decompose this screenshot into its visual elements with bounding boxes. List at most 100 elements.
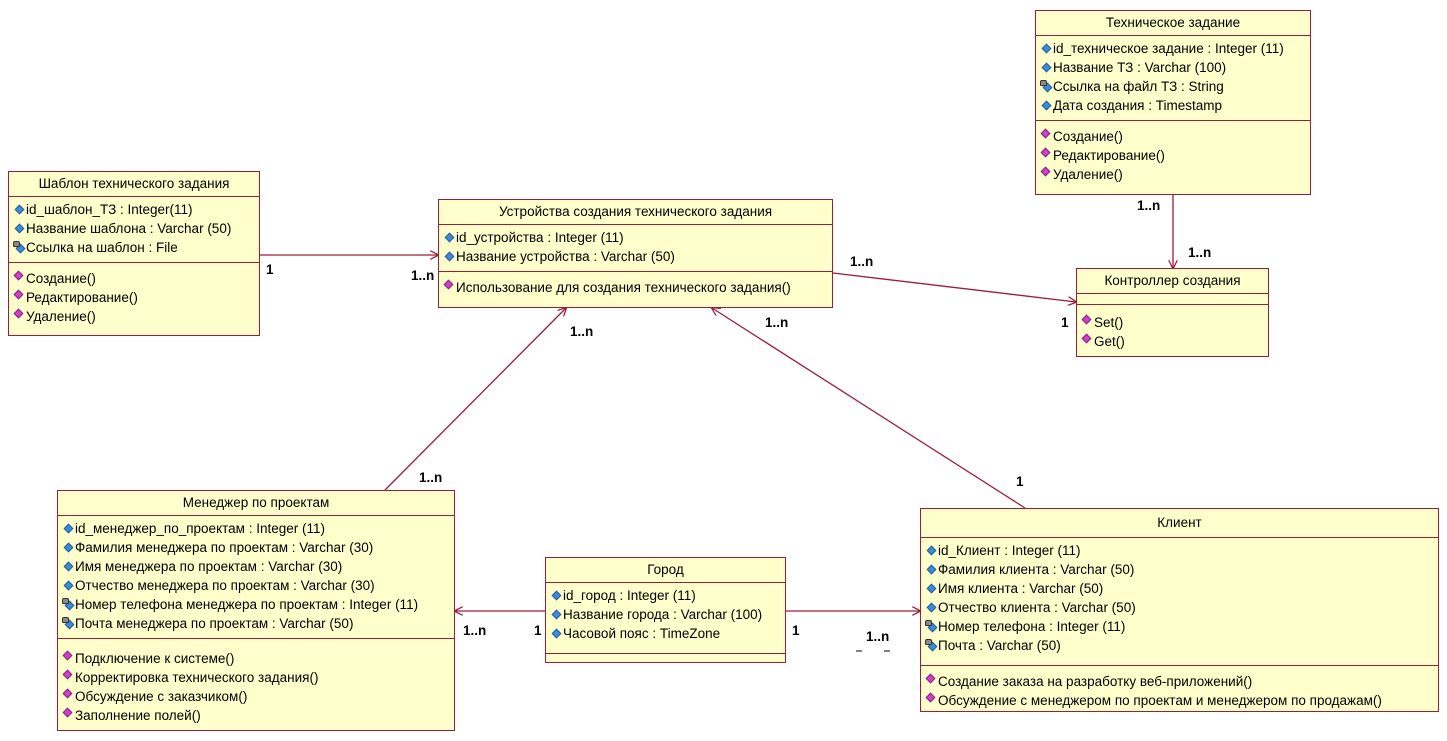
attribute-row: id_техническое задание : Integer (11)	[1036, 39, 1310, 58]
class-city[interactable]: Город id_город : Integer (11) Название г…	[545, 557, 786, 663]
operation-icon	[1040, 130, 1053, 143]
attribute-row: Ссылка на шаблон : File	[9, 238, 259, 257]
operation-icon	[925, 694, 938, 707]
multiplicity-label: 1..n	[1188, 245, 1212, 260]
multiplicity-label: 1	[1061, 315, 1069, 330]
multiplicity-label: 1..n	[850, 254, 874, 269]
operation-row: Заполнение полей()	[58, 706, 454, 725]
class-task-template[interactable]: Шаблон технического задания id_шаблон_ТЗ…	[8, 171, 260, 336]
attribute-icon	[925, 601, 938, 614]
attribute-row: Название города : Varchar (100)	[546, 605, 785, 624]
attribute-row: Фамилия менеджера по проектам : Varchar …	[58, 538, 454, 557]
attribute-row: Фамилия клиента : Varchar (50)	[921, 560, 1438, 579]
attribute-icon	[1040, 99, 1053, 112]
multiplicity-label: 1	[1016, 474, 1024, 489]
operation-icon	[62, 671, 75, 684]
operation-row: Создание()	[9, 269, 259, 288]
multiplicity-label: 1..n	[1137, 198, 1161, 213]
attribute-row: Почта менеджера по проектам : Varchar (5…	[58, 614, 454, 633]
operation-row: Get()	[1077, 332, 1268, 351]
attribute-row: id_Клиент : Integer (11)	[921, 541, 1438, 560]
operation-icon	[62, 709, 75, 722]
attributes-compartment: id_город : Integer (11) Название города …	[546, 583, 785, 654]
attributes-compartment: id_менеджер_по_проектам : Integer (11) Ф…	[58, 516, 454, 639]
operation-icon	[443, 281, 456, 294]
protected-attribute-icon	[1040, 80, 1053, 93]
multiplicity-label: 1..n	[419, 470, 443, 485]
operations-compartment: Создание заказа на разработку веб-прилож…	[921, 666, 1438, 713]
attributes-compartment: id_устройства : Integer (11) Название ус…	[439, 225, 832, 272]
operation-row: Обсуждение с заказчиком()	[58, 687, 454, 706]
attribute-row: Номер телефона менеджера по проектам : I…	[58, 595, 454, 614]
attribute-row: Название ТЗ : Varchar (100)	[1036, 58, 1310, 77]
operation-row: Удаление()	[9, 307, 259, 326]
attribute-icon	[925, 582, 938, 595]
attribute-icon	[1040, 42, 1053, 55]
operations-compartment: Создание() Редактирование() Удаление()	[9, 263, 259, 329]
operation-row: Редактирование()	[1036, 146, 1310, 165]
attribute-icon	[62, 560, 75, 573]
class-title: Менеджер по проектам	[58, 491, 454, 516]
operation-icon	[62, 690, 75, 703]
attribute-row: Номер телефона : Integer (11)	[921, 617, 1438, 636]
operations-compartment: Подключение к системе() Корректировка те…	[58, 639, 454, 728]
operation-row: Set()	[1077, 313, 1268, 332]
class-technical-task[interactable]: Техническое задание id_техническое задан…	[1035, 10, 1311, 195]
attributes-compartment	[1077, 294, 1268, 305]
attribute-row: Имя менеджера по проектам : Varchar (30)	[58, 557, 454, 576]
attribute-icon	[13, 222, 26, 235]
operation-icon	[1081, 335, 1094, 348]
class-title: Клиент	[921, 509, 1438, 538]
attribute-row: Имя клиента : Varchar (50)	[921, 579, 1438, 598]
attribute-row: Часовой пояс : TimeZone	[546, 624, 785, 643]
protected-attribute-icon	[62, 598, 75, 611]
class-client[interactable]: Клиент id_Клиент : Integer (11) Фамилия …	[920, 508, 1439, 712]
operation-row: Подключение к системе()	[58, 649, 454, 668]
attribute-row: id_шаблон_ТЗ : Integer(11)	[9, 200, 259, 219]
attribute-icon	[925, 544, 938, 557]
association-client-device	[712, 308, 1026, 509]
attribute-row: Название шаблона : Varchar (50)	[9, 219, 259, 238]
operation-icon	[925, 675, 938, 688]
class-title: Техническое задание	[1036, 11, 1310, 36]
multiplicity-label: 1	[534, 623, 542, 638]
attribute-row: Отчество клиента : Varchar (50)	[921, 598, 1438, 617]
protected-attribute-icon	[925, 620, 938, 633]
attributes-compartment: id_Клиент : Integer (11) Фамилия клиента…	[921, 538, 1438, 666]
class-title: Устройства создания технического задания	[439, 200, 832, 225]
association-device-controller	[832, 272, 1076, 302]
class-project-manager[interactable]: Менеджер по проектам id_менеджер_по_прое…	[57, 490, 455, 731]
operation-icon	[1040, 149, 1053, 162]
multiplicity-label: 1..n	[463, 623, 487, 638]
operations-compartment: Создание() Редактирование() Удаление()	[1036, 121, 1310, 187]
attribute-icon	[550, 627, 563, 640]
attribute-row: id_устройства : Integer (11)	[439, 228, 832, 247]
attribute-row: Название устройства : Varchar (50)	[439, 247, 832, 266]
protected-attribute-icon	[925, 639, 938, 652]
class-creation-device[interactable]: Устройства создания технического задания…	[438, 199, 833, 308]
operation-icon	[13, 310, 26, 323]
attribute-icon	[550, 608, 563, 621]
class-title: Контроллер создания	[1077, 269, 1268, 294]
operation-row: Создание заказа на разработку веб-прилож…	[921, 672, 1438, 691]
attribute-icon	[550, 589, 563, 602]
attribute-icon	[1040, 61, 1053, 74]
attribute-icon	[62, 579, 75, 592]
multiplicity-label: 1..n	[866, 629, 890, 644]
operation-icon	[1040, 168, 1053, 181]
operation-row: Редактирование()	[9, 288, 259, 307]
operation-row: Создание()	[1036, 127, 1310, 146]
attributes-compartment: id_шаблон_ТЗ : Integer(11) Название шабл…	[9, 197, 259, 263]
attribute-icon	[13, 203, 26, 216]
attribute-row: Почта : Varchar (50)	[921, 636, 1438, 655]
multiplicity-label: 1	[266, 262, 274, 277]
operation-icon	[13, 291, 26, 304]
operation-row: Использование для создания технического …	[439, 278, 832, 297]
operation-icon	[1081, 316, 1094, 329]
multiplicity-label: 1..n	[570, 324, 594, 339]
class-creation-controller[interactable]: Контроллер создания Set() Get()	[1076, 268, 1269, 357]
operation-icon	[62, 652, 75, 665]
operation-row: Корректировка технического задания()	[58, 668, 454, 687]
operation-row: Обсуждение с менеджером по проектам и ме…	[921, 691, 1438, 710]
